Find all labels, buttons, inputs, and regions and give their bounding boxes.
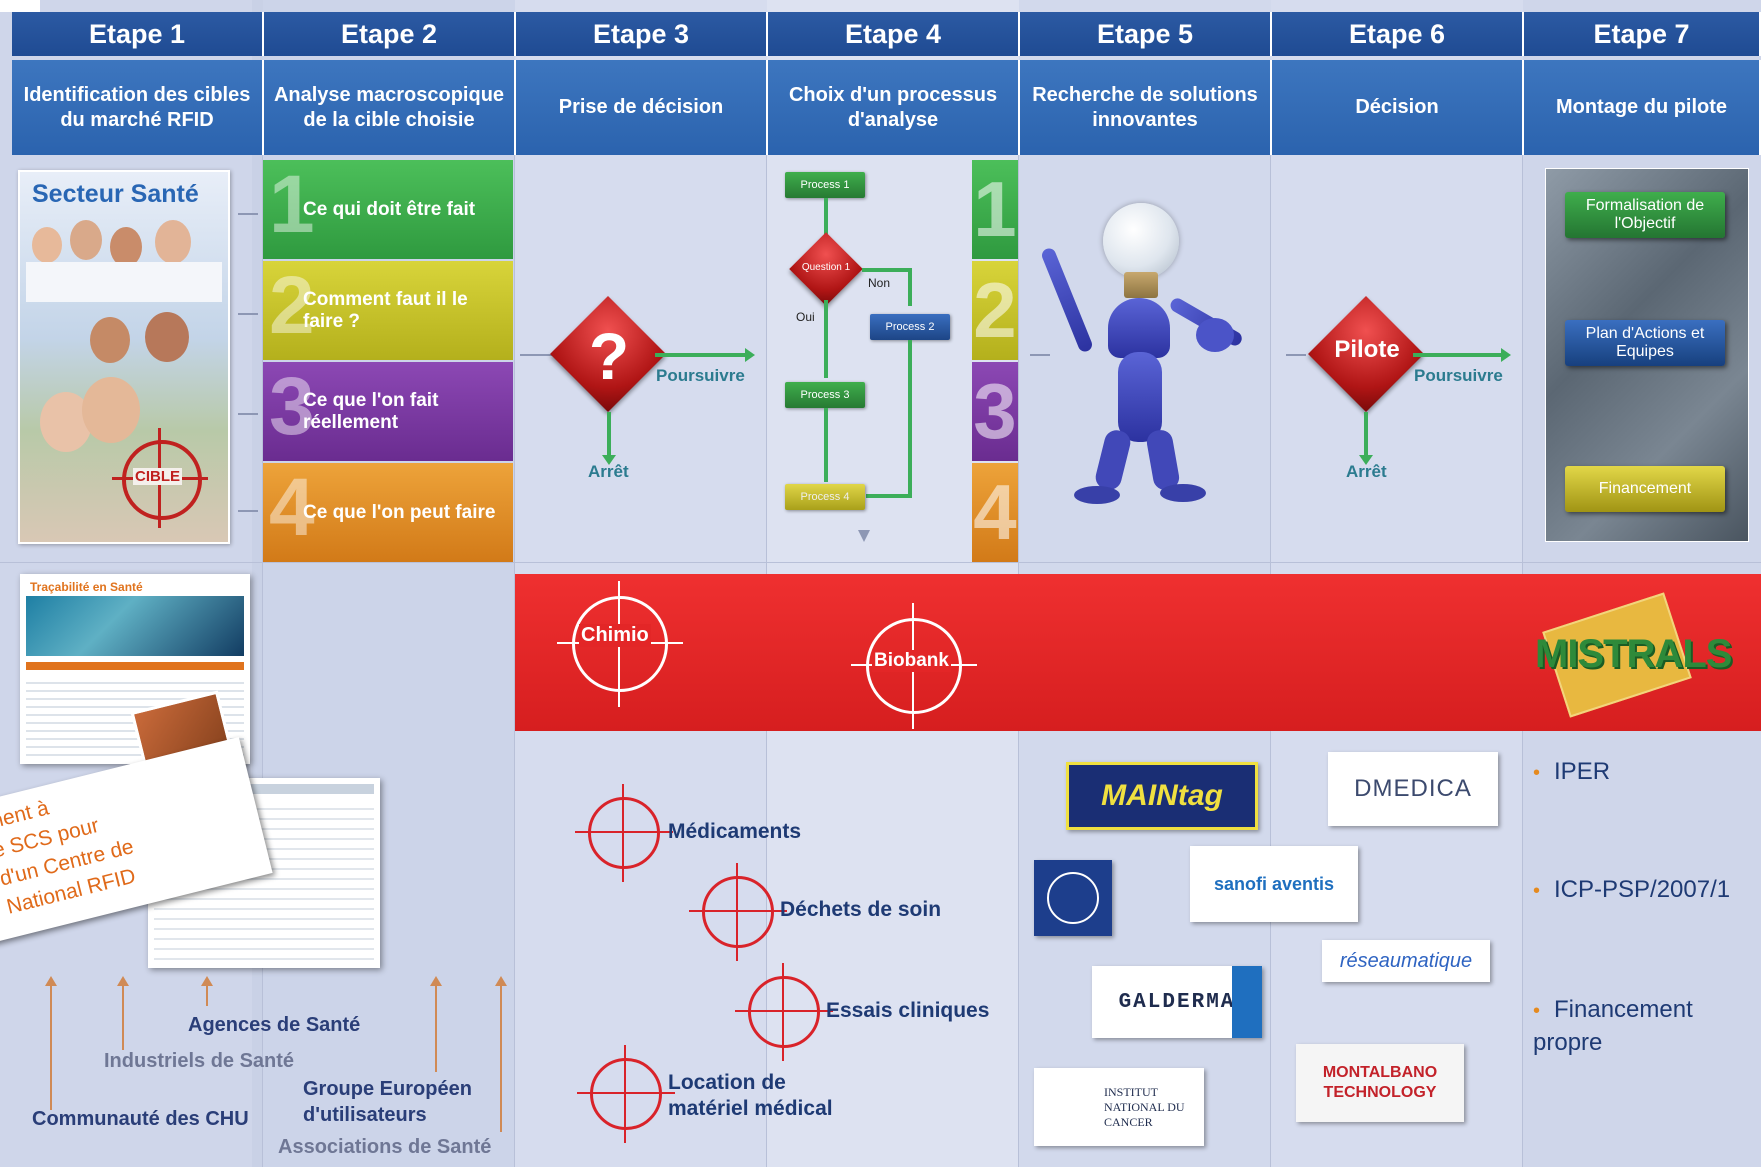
mistrals-logo: MISTRALS — [1535, 632, 1732, 676]
location-label: Location de matériel médical — [668, 1071, 833, 1120]
subheader-3: Prise de décision — [516, 60, 768, 155]
logo-fragment — [0, 0, 40, 12]
subheader-7: Montage du pilote — [1524, 60, 1761, 155]
subheader-1: Identification des cibles du marché RFID — [12, 60, 264, 155]
industriels-label: Industriels de Santé — [104, 1050, 295, 1072]
montalbano-logo: MONTALBANO TECHNOLOGY — [1296, 1044, 1464, 1122]
inca-logo: INSTITUT NATIONAL DU CANCER — [1034, 1068, 1204, 1146]
dechets-label: Déchets de soin — [780, 898, 942, 921]
subheader-6: Décision — [1272, 60, 1524, 155]
actor-arrow — [117, 976, 129, 1050]
lightbulb-icon — [1103, 203, 1179, 279]
biobank-label: Biobank — [872, 650, 951, 672]
header-etape-5: Etape 5 — [1020, 12, 1272, 56]
header-etape-1: Etape 1 — [12, 12, 264, 56]
arret-label: Arrêt — [588, 462, 629, 481]
essais-label: Essais cliniques — [826, 999, 990, 1022]
doctor-coats — [26, 262, 222, 302]
galderma-logo: GALDERMA — [1092, 966, 1262, 1038]
strip-2: 2 — [972, 261, 1018, 360]
person-icon — [82, 377, 140, 443]
poursuivre-label: Poursuivre — [656, 366, 745, 385]
dechets-target-icon — [689, 863, 787, 961]
strip-1: 1 — [972, 160, 1018, 259]
person-icon — [70, 220, 102, 260]
actor-arrow — [495, 976, 507, 1132]
down-arrow-icon — [858, 530, 870, 542]
strip-4: 4 — [972, 463, 1018, 562]
person-icon — [145, 312, 189, 362]
pilote-label: Pilote — [1334, 336, 1400, 363]
subheader-2: Analyse macroscopique de la cible choisi… — [264, 60, 516, 155]
funding-iper: •IPER — [1533, 758, 1611, 785]
person-icon — [110, 227, 142, 267]
header-etape-4: Etape 4 — [768, 12, 1020, 56]
medicaments-target-icon — [575, 784, 673, 882]
cible-target-icon — [122, 440, 202, 520]
cible-label: CIBLE — [133, 468, 182, 485]
process-4: Process 4 — [785, 484, 865, 510]
sector-title: Secteur Santé — [32, 180, 199, 208]
essais-target-icon — [735, 963, 833, 1061]
funding-icp: •ICP-PSP/2007/1 — [1533, 876, 1731, 903]
process-1: Process 1 — [785, 172, 865, 198]
process-2: Process 2 — [870, 314, 950, 340]
arret-label: Arrêt — [1346, 462, 1387, 481]
location-target-icon — [577, 1045, 675, 1143]
header-etape-3: Etape 3 — [516, 12, 768, 56]
figure-body — [1108, 298, 1170, 358]
actor-arrow — [430, 976, 442, 1072]
sector-image: Secteur Santé CIBLE — [18, 170, 230, 544]
reseaumatique-logo: réseaumatique — [1322, 940, 1490, 982]
dmedica-logo: DMEDICA — [1328, 752, 1498, 826]
formalisation-button: Formalisation de l'Objectif — [1565, 192, 1725, 238]
poursuivre-label: Poursuivre — [1414, 366, 1503, 385]
person-icon — [32, 227, 62, 263]
associations-label: Associations de Santé — [278, 1136, 492, 1158]
header-etape-6: Etape 6 — [1272, 12, 1524, 56]
header-etape-2: Etape 2 — [264, 12, 516, 56]
medicaments-label: Médicaments — [668, 820, 802, 843]
plan-actions-button: Plan d'Actions et Equipes — [1565, 320, 1725, 366]
question-mark: ? — [588, 319, 630, 393]
who-logo — [1034, 860, 1112, 936]
person-icon — [90, 317, 130, 363]
maintag-logo: MAINtag — [1066, 762, 1258, 830]
sanofi-logo: sanofi aventis — [1190, 846, 1358, 922]
groupe-label: Groupe Européen d'utilisateurs — [303, 1078, 472, 1126]
chimio-label: Chimio — [579, 624, 651, 647]
chu-label: Communauté des CHU — [32, 1108, 249, 1130]
agences-label: Agences de Santé — [188, 1014, 361, 1036]
actor-arrow — [201, 976, 213, 1006]
strip-3: 3 — [972, 362, 1018, 461]
person-icon — [155, 220, 191, 264]
subheader-5: Recherche de solutions innovantes — [1020, 60, 1272, 155]
actor-arrow — [45, 976, 57, 1110]
financement-button: Financement — [1565, 466, 1725, 512]
process-3: Process 3 — [785, 382, 865, 408]
funding-propre: •Financement propre — [1533, 996, 1693, 1056]
header-etape-7: Etape 7 — [1524, 12, 1761, 56]
subheader-4: Choix d'un processus d'analyse — [768, 60, 1020, 155]
